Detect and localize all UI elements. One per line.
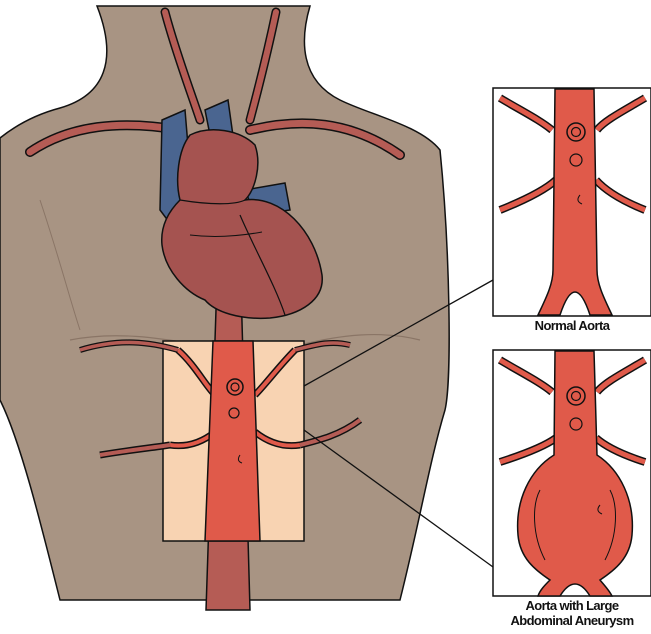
inset-aneurysm [493, 350, 651, 596]
normal-aorta-label: Normal Aorta [493, 318, 651, 333]
highlight-box [163, 341, 304, 541]
aneurysm-label-line-2: Abdominal Aneurysm [493, 613, 651, 628]
inset-normal-aorta [493, 88, 651, 316]
aneurysm-label-line-1: Aorta with Large [493, 598, 651, 613]
aneurysm-label: Aorta with Large Abdominal Aneurysm [493, 598, 651, 628]
